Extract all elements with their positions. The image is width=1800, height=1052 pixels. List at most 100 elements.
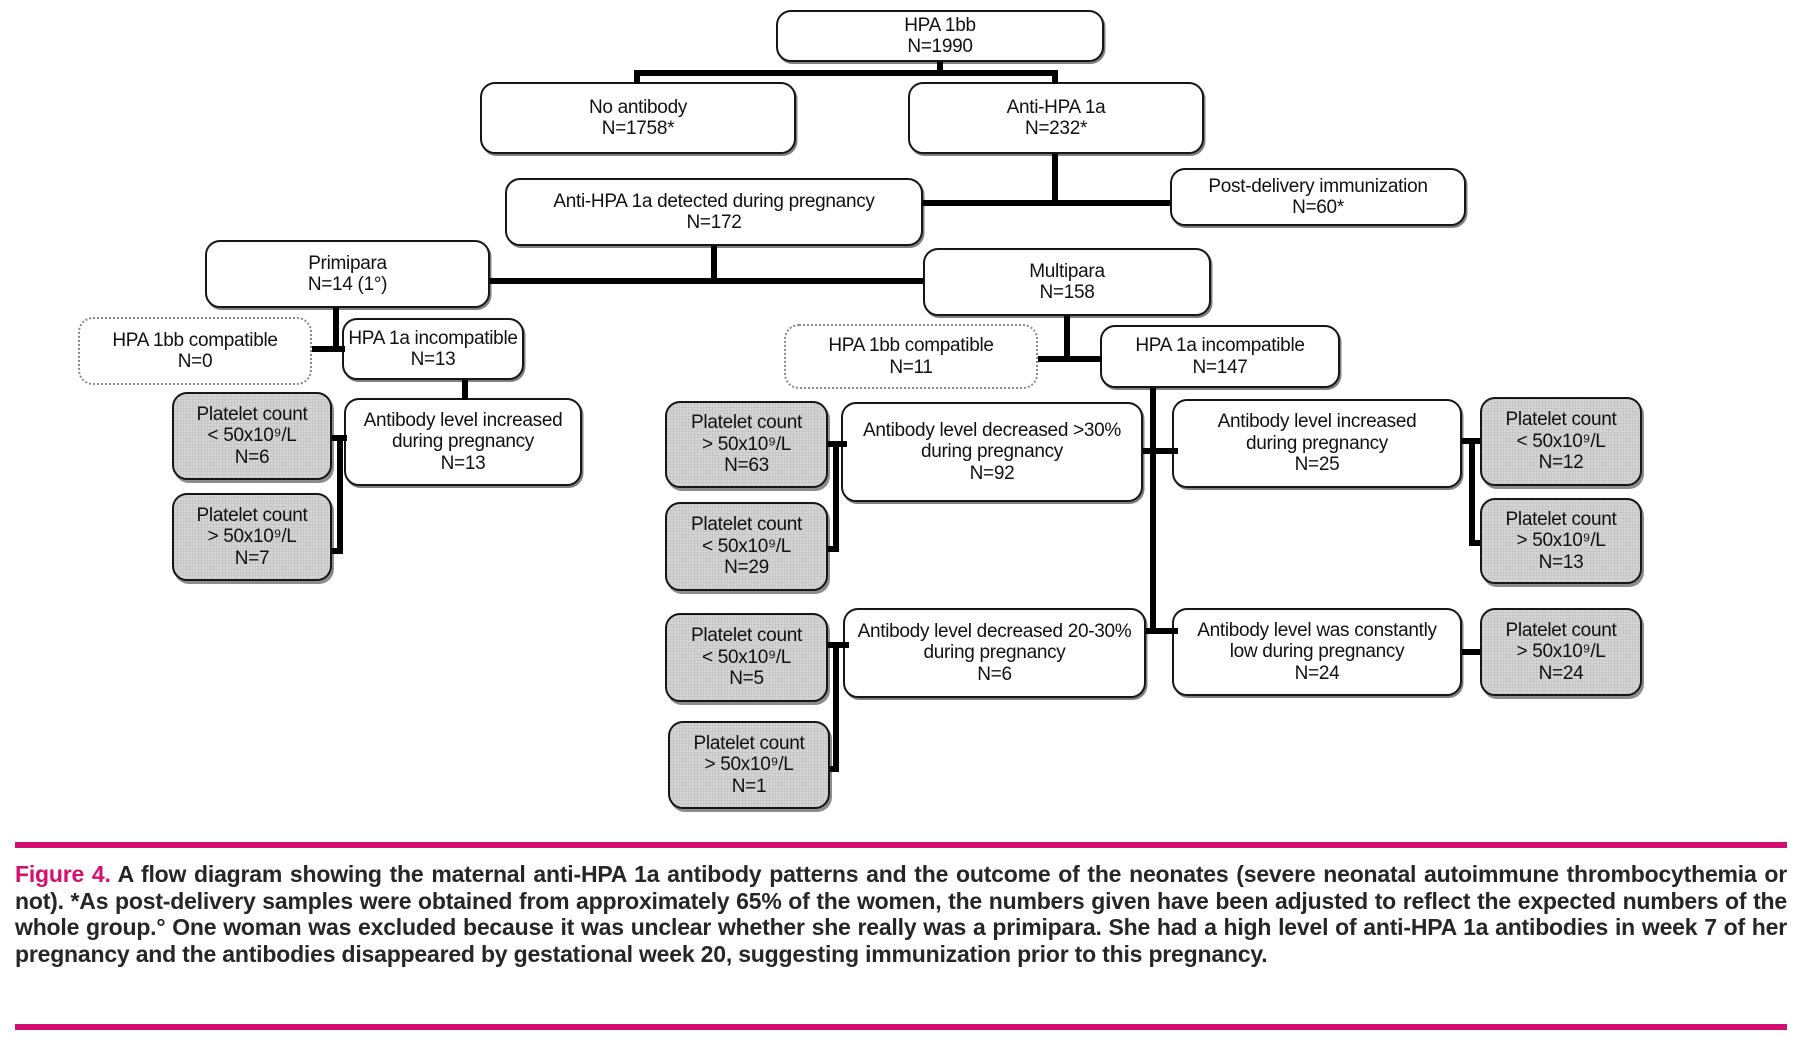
- connector-line: [462, 380, 468, 400]
- node-text-line: N=232*: [1024, 118, 1088, 139]
- connector-line: [1038, 356, 1102, 362]
- connector-line: [830, 766, 839, 772]
- connector-line: [1146, 628, 1178, 634]
- connector-line: [634, 70, 1058, 76]
- node-antibody-decreased-gt30-92: Antibody level decreased >30%during preg…: [841, 402, 1143, 502]
- node-text-line: N=11: [889, 356, 933, 378]
- node-text-line: N=24: [1538, 662, 1584, 684]
- node-text-line: N=7: [234, 547, 270, 569]
- node-text-line: N=29: [724, 557, 769, 579]
- connector-line: [312, 346, 345, 352]
- node-text-line: < 50x10⁹/L: [701, 535, 792, 557]
- connector-line: [337, 435, 343, 554]
- node-text-line: N=172: [686, 212, 742, 233]
- node-text-line: N=5: [729, 668, 764, 690]
- connector-line: [833, 441, 839, 552]
- node-text-line: N=12: [1538, 452, 1584, 474]
- connector-line: [634, 70, 640, 84]
- node-text-line: < 50x10⁹/L: [207, 425, 297, 447]
- connector-line: [1052, 154, 1058, 206]
- connector-line: [828, 546, 839, 552]
- connector-line: [711, 246, 717, 284]
- node-text-line: Antibody level increased: [363, 409, 563, 431]
- connector-line: [1143, 448, 1178, 454]
- node-text-line: N=25: [1294, 454, 1340, 476]
- node-text-line: during pregnancy: [923, 642, 1066, 664]
- node-text-line: N=158: [1039, 282, 1095, 303]
- node-text-line: > 50x10⁹/L: [704, 754, 794, 776]
- node-text-line: HPA 1bb compatible: [112, 329, 278, 351]
- figure-caption-label: Figure 4.: [15, 861, 111, 887]
- connector-line: [833, 642, 839, 772]
- node-text-line: N=63: [724, 455, 769, 477]
- node-text-line: N=1: [731, 775, 767, 797]
- node-text-line: < 50x10⁹/L: [1516, 430, 1606, 452]
- connector-line: [923, 200, 1170, 206]
- node-text-line: > 50x10⁹/L: [207, 526, 297, 548]
- connector-line: [1052, 70, 1058, 84]
- node-text-line: < 50x10⁹/L: [701, 646, 792, 668]
- node-text-line: during pregnancy: [391, 431, 535, 453]
- node-text-line: > 50x10⁹/L: [1516, 530, 1606, 552]
- figure-caption: Figure 4. A flow diagram showing the mat…: [15, 861, 1787, 968]
- connector-line: [1462, 649, 1480, 655]
- node-text-line: N=6: [977, 663, 1012, 685]
- connector-line: [332, 548, 343, 554]
- node-text-line: Platelet count: [691, 514, 802, 536]
- node-text-line: Platelet count: [196, 403, 308, 425]
- node-text-line: Platelet count: [691, 412, 802, 434]
- node-text-line: N=92: [969, 462, 1015, 484]
- node-text-line: N=0: [177, 351, 213, 372]
- node-text-line: HPA 1a incompatible: [1135, 335, 1305, 357]
- connector-line: [1469, 438, 1475, 546]
- node-text-line: > 50x10⁹/L: [701, 433, 792, 455]
- node-text-line: Antibody level increased: [1217, 411, 1417, 433]
- connector-line: [1469, 540, 1480, 546]
- node-text-line: N=1990: [907, 36, 973, 57]
- node-text-line: Platelet count: [1505, 619, 1617, 641]
- node-text-line: HPA 1a incompatible: [348, 327, 518, 349]
- node-text-line: low during pregnancy: [1229, 641, 1405, 663]
- connector-line: [1064, 316, 1070, 362]
- node-text-line: No antibody: [588, 96, 688, 118]
- bottom-rule: [15, 1024, 1787, 1030]
- top-rule: [15, 842, 1787, 848]
- node-text-line: > 50x10⁹/L: [1516, 641, 1606, 663]
- node-text-line: during pregnancy: [1245, 432, 1389, 454]
- node-text-line: Anti-HPA 1a detected during pregnancy: [553, 190, 875, 212]
- node-text-line: Platelet count: [1505, 409, 1617, 431]
- node-text-line: Platelet count: [691, 625, 802, 647]
- connector-line: [937, 62, 943, 76]
- node-text-line: Anti-HPA 1a: [1006, 96, 1106, 118]
- node-text-line: N=60*: [1292, 197, 1344, 218]
- figure-caption-text: A flow diagram showing the maternal anti…: [15, 861, 1787, 968]
- node-text-line: Multipara: [1029, 260, 1105, 282]
- node-text-line: N=13: [410, 349, 456, 370]
- node-text-line: N=14 (1°): [307, 274, 388, 295]
- node-antibody-decreased-2030-6: Antibody level decreased 20-30%during pr…: [843, 608, 1146, 698]
- node-text-line: N=24: [1294, 662, 1340, 684]
- node-text-line: Platelet count: [196, 504, 308, 526]
- node-text-line: Post-delivery immunization: [1208, 175, 1428, 197]
- connector-line: [1150, 388, 1156, 634]
- node-text-line: N=147: [1192, 356, 1248, 378]
